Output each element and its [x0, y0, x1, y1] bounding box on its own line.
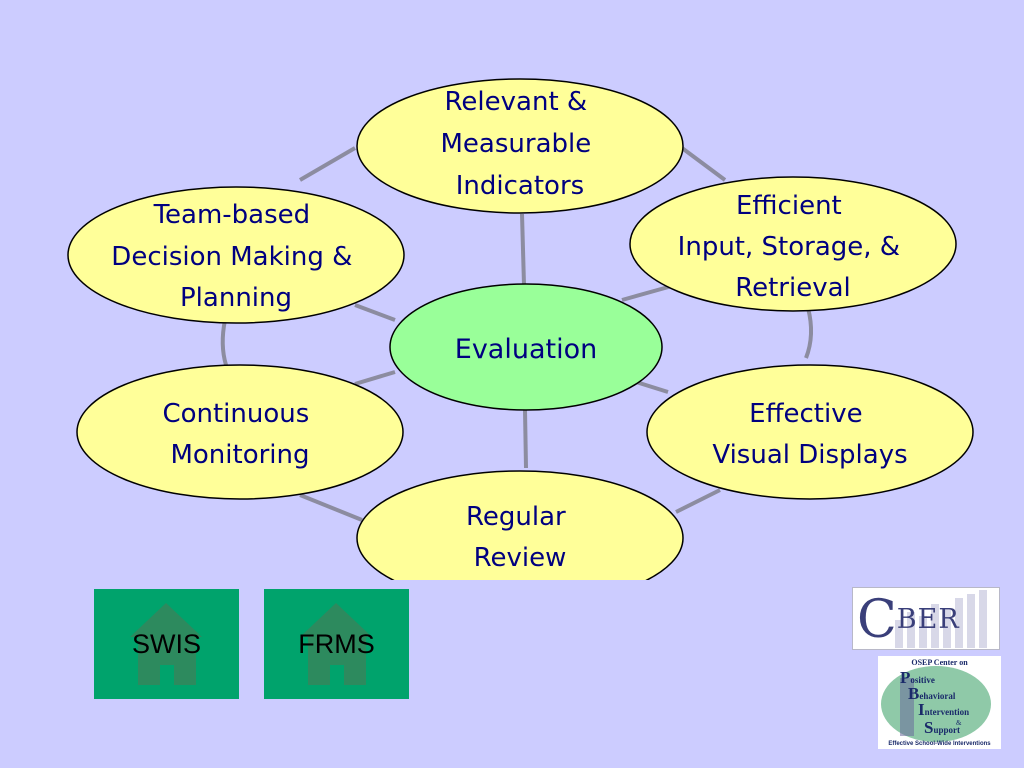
node-upper-left-label: Team-based Decision Making & Planning — [111, 200, 360, 313]
node-upper-right-line-2: Input, Storage, & — [678, 232, 900, 262]
cber-logo: CBER — [852, 587, 1000, 650]
node-upper-right-label: Efficient Input, Storage, & Retrieval — [678, 191, 909, 303]
pbis-title: OSEP Center on — [911, 658, 968, 667]
node-lower-left — [76, 364, 404, 500]
node-top-line-3: Indicators — [456, 171, 584, 201]
pbis-rest-p: ositive — [910, 675, 935, 685]
node-bottom-line-1: Regular — [466, 502, 566, 532]
spoke-lower-right — [635, 380, 669, 394]
ring-connector — [298, 146, 357, 182]
pbis-line-positive: Positive — [900, 668, 935, 688]
node-top-label: Relevant & Measurable Indicators — [441, 87, 600, 201]
ring-connector — [220, 319, 228, 366]
pbis-cap-i: I — [918, 700, 925, 719]
node-lower-right-label: Effective Visual Displays — [712, 399, 907, 470]
ring-connector — [675, 488, 721, 514]
pbis-cap-p: P — [900, 668, 911, 687]
node-top — [356, 78, 684, 214]
node-center-label: Evaluation — [455, 334, 597, 365]
pbis-line-intervention: Intervention — [918, 700, 969, 720]
pbis-cap-s: S — [924, 718, 934, 737]
frms-button[interactable]: FRMS — [264, 589, 409, 699]
cber-letters: BER — [896, 604, 960, 635]
spoke-lower-left — [354, 370, 396, 386]
bar-graphic — [895, 590, 987, 648]
node-lower-right-line-1: Effective — [749, 399, 862, 429]
home-icon — [300, 603, 372, 685]
node-lower-right — [646, 364, 974, 500]
ring-connector — [804, 307, 813, 359]
cber-wordmark: CBER — [857, 592, 960, 648]
pbis-footer: Effective School-Wide Interventions — [888, 741, 991, 747]
node-bottom-line-2: Review — [474, 543, 567, 573]
home-icon — [130, 603, 202, 685]
spoke-bottom — [523, 409, 528, 469]
node-top-line-2: Measurable — [441, 129, 592, 159]
pbis-rest-s: upport — [933, 725, 960, 735]
node-upper-right — [629, 176, 957, 312]
pbis-cap-b: B — [908, 684, 920, 703]
spoke-top — [520, 213, 526, 286]
node-lower-left-line-2: Monitoring — [170, 440, 309, 470]
spoke-upper-right — [621, 284, 673, 302]
spoke-upper-left — [354, 303, 396, 322]
swis-button[interactable]: SWIS — [94, 589, 239, 699]
node-lower-left-label: Continuous Monitoring — [162, 399, 317, 470]
pbis-emblem — [881, 666, 991, 742]
cber-letter-c: C — [857, 590, 897, 650]
node-upper-left-line-1: Team-based — [153, 200, 311, 230]
pbis-logo: OSEP Center on Positive Behavioral Inter… — [878, 656, 1001, 749]
node-upper-left — [67, 186, 405, 324]
node-upper-right-line-1: Efficient — [736, 191, 842, 221]
frms-label: FRMS — [298, 629, 375, 659]
swis-label: SWIS — [131, 629, 201, 659]
node-center — [389, 283, 663, 411]
evaluation-diagram: Relevant & Measurable Indicators Team-ba… — [67, 78, 974, 580]
pbis-line-behavioral: Behavioral — [908, 684, 955, 704]
node-lower-right-line-2: Visual Displays — [712, 440, 907, 470]
ring-connector — [680, 146, 727, 182]
node-top-line-1: Relevant & — [445, 87, 588, 117]
pbis-rest-b: ehavioral — [919, 691, 956, 701]
pbis-rest-i: ntervention — [924, 707, 970, 717]
pbis-ampersand: & — [956, 719, 962, 727]
node-lower-left-line-1: Continuous — [162, 399, 309, 429]
node-upper-right-line-3: Retrieval — [735, 273, 851, 303]
node-bottom — [356, 470, 684, 580]
node-upper-left-line-3: Planning — [180, 283, 292, 313]
node-bottom-label: Regular Review — [466, 502, 574, 573]
pbis-line-support: Support — [924, 718, 960, 738]
ring-connector — [299, 493, 363, 522]
node-upper-left-line-2: Decision Making & — [111, 242, 352, 272]
